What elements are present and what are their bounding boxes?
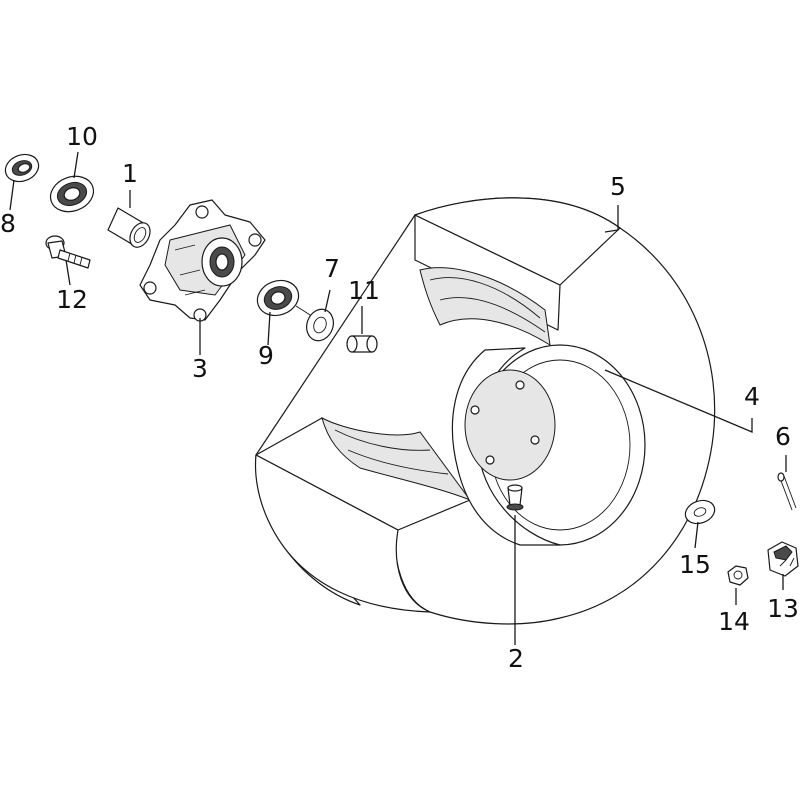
callout-2: 2	[508, 644, 524, 673]
callout-10: 10	[66, 122, 98, 151]
washer-15	[684, 499, 716, 525]
callout-8: 8	[0, 209, 16, 238]
callout-7: 7	[324, 254, 340, 283]
callout-11: 11	[348, 276, 380, 305]
leader-lines	[9, 151, 787, 645]
tire-lower-face	[254, 454, 431, 613]
callout-numbers: 1 2 3 4 5 6 7 8 9 10 11 12 13 14 15	[0, 122, 799, 673]
callout-6: 6	[775, 422, 791, 451]
callout-12: 12	[56, 285, 88, 314]
rim-hub-face	[464, 369, 556, 481]
tire-upper-inner	[419, 267, 551, 346]
callout-1: 1	[122, 159, 138, 188]
callout-3: 3	[192, 354, 208, 383]
rim-bolt-hole	[530, 435, 540, 445]
callout-13: 13	[767, 594, 799, 623]
bearing-right	[256, 279, 319, 321]
rim-bolt-hole	[515, 380, 525, 390]
cotter-pin	[777, 472, 797, 511]
wheel-hub	[139, 199, 266, 322]
wheel-stud	[45, 235, 91, 269]
bushing	[346, 335, 378, 353]
rim	[451, 344, 646, 546]
callout-15: 15	[679, 550, 711, 579]
rim-bolt-hole	[470, 405, 480, 415]
callout-5: 5	[610, 172, 626, 201]
spacer-sleeve	[107, 207, 151, 248]
valve-stem	[506, 484, 524, 511]
tire-lower-inner	[321, 417, 472, 502]
hex-nut	[727, 565, 749, 586]
callout-4: 4	[744, 382, 760, 411]
bearing-left	[49, 175, 95, 213]
castle-nut	[767, 541, 799, 577]
callout-14: 14	[718, 607, 750, 636]
oil-seal	[4, 153, 40, 183]
rim-bolt-hole	[485, 455, 495, 465]
callout-9: 9	[258, 341, 274, 370]
